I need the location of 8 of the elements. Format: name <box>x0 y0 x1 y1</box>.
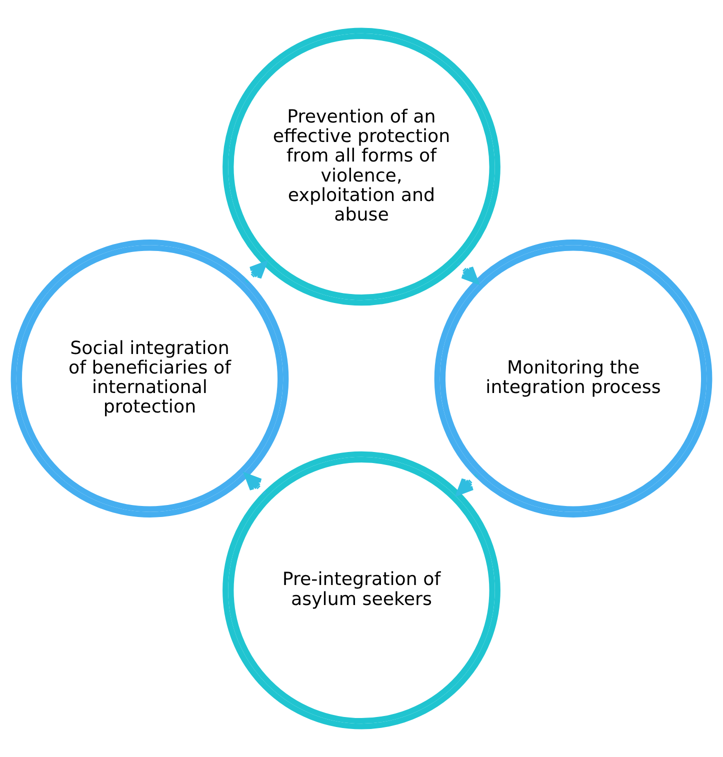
node-circle: Prevention of an effective protection from all forms of violence, exploitation and abuse <box>222 28 500 306</box>
node-circle: Pre-integration of asylum seekers <box>222 451 500 730</box>
arrow <box>244 473 266 496</box>
arrow <box>244 261 267 284</box>
node-circle: Social integration of beneficiaries of international protection <box>10 240 289 518</box>
node-circle: Monitoring the integration process <box>434 240 712 518</box>
arrow <box>456 262 479 284</box>
arrow <box>456 474 478 496</box>
